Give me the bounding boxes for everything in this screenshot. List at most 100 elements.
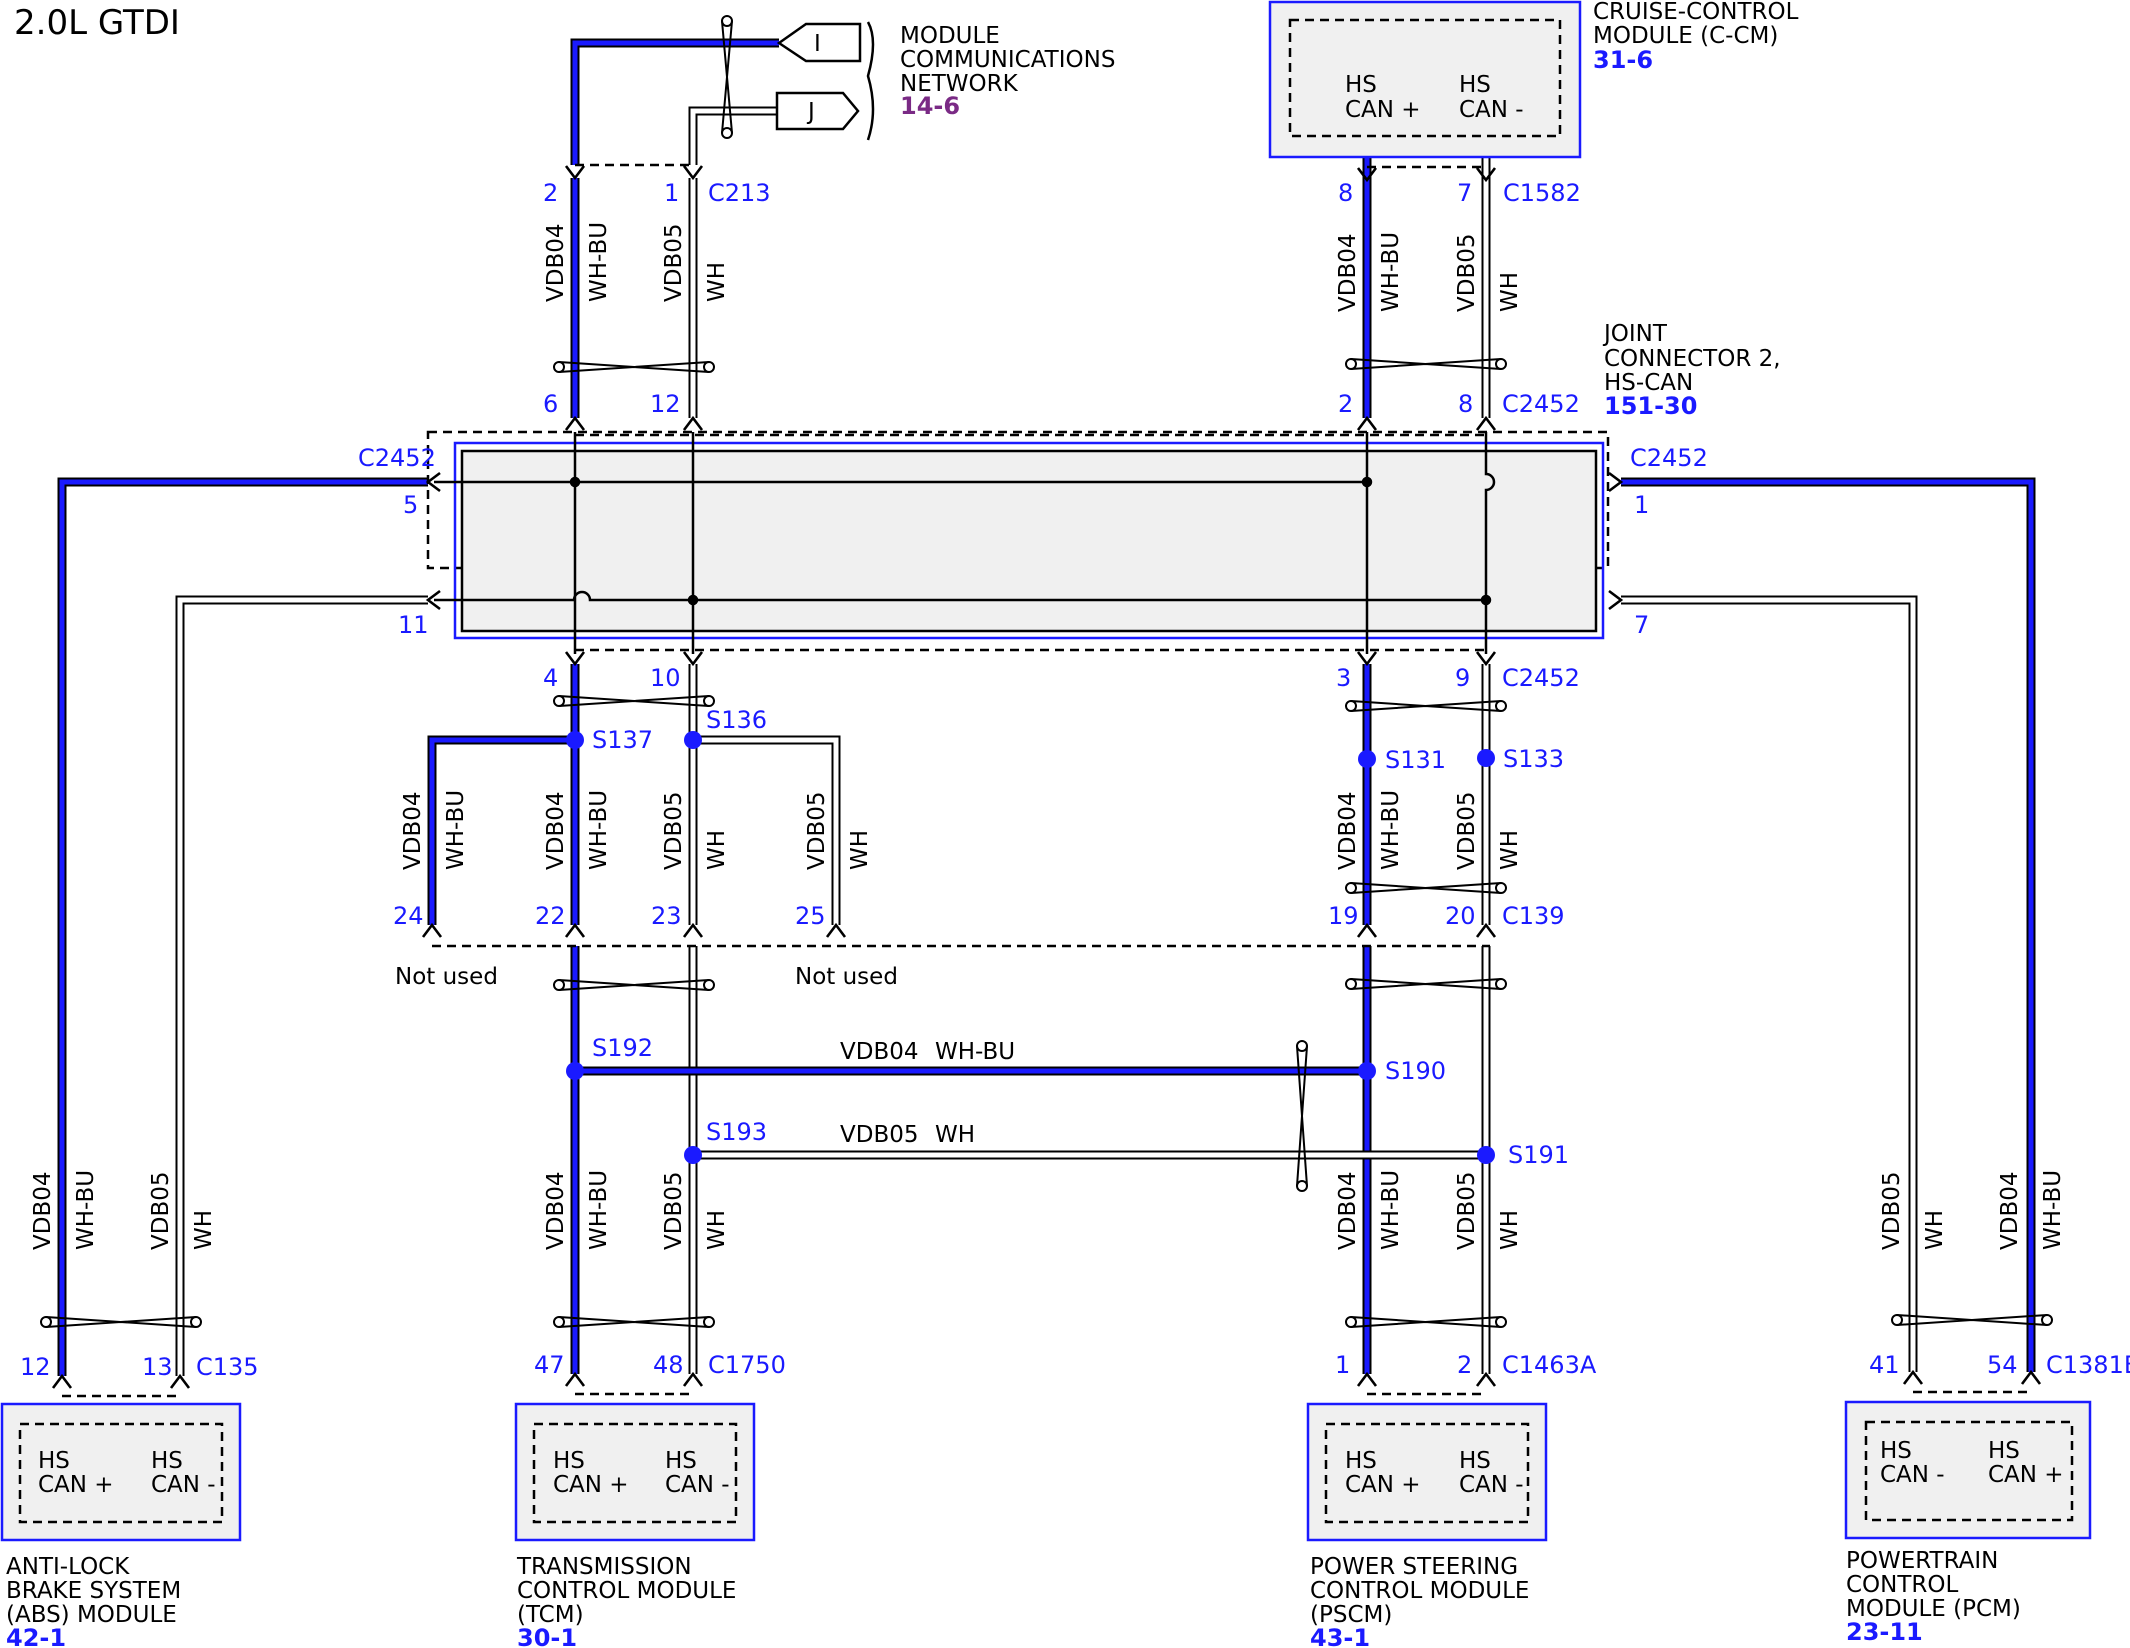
pin-label: 3 <box>1336 664 1351 692</box>
wire-label: WH <box>847 830 873 870</box>
splice-s190 <box>1358 1062 1376 1080</box>
can-low-wire <box>690 108 777 165</box>
wire-label: WH <box>704 262 730 302</box>
pin-label: 13 <box>142 1353 173 1381</box>
tcm-module: HS CAN + HS CAN - TRANSMISSION CONTROL M… <box>514 1402 756 1648</box>
pscm-pin-plus-1: HS <box>1345 1448 1377 1474</box>
joint-label-3: HS-CAN <box>1604 370 1693 396</box>
abs-pin-plus-2: CAN + <box>38 1472 114 1498</box>
network-ref-link[interactable]: 14-6 <box>900 92 960 120</box>
abs-ref-link[interactable]: 42-1 <box>6 1624 66 1648</box>
cruise-pin-minus-1: HS <box>1459 72 1491 98</box>
wire-label: VDB04 <box>1335 1172 1361 1251</box>
pscm-pin-minus-2: CAN - <box>1459 1472 1524 1498</box>
wire-label: WH-BU <box>935 1039 1015 1065</box>
pscm-pin-minus-1: HS <box>1459 1448 1491 1474</box>
pin-label: 5 <box>403 491 418 519</box>
diagram-title: 2.0L GTDI <box>14 3 180 43</box>
wire-label: VDB05 <box>661 1172 687 1251</box>
pin-label: 22 <box>535 902 566 930</box>
splice-s193 <box>684 1146 702 1164</box>
wire-label: WH <box>191 1210 217 1250</box>
wire-label: WH <box>704 830 730 870</box>
wire-label: WH-BU <box>1378 232 1404 312</box>
pscm-label-1: POWER STEERING <box>1310 1554 1518 1580</box>
tcm-label-1: TRANSMISSION <box>516 1554 692 1580</box>
cruise-pin-plus-1: HS <box>1345 72 1377 98</box>
pin-label: 20 <box>1445 902 1476 930</box>
pin-label: 8 <box>1458 390 1473 418</box>
tcm-pin-minus-1: HS <box>665 1448 697 1474</box>
tcm-ref-link[interactable]: 30-1 <box>517 1624 577 1648</box>
abs-pin-minus-1: HS <box>151 1448 183 1474</box>
cruise-pin-plus-2: CAN + <box>1345 97 1421 123</box>
wire-label: VDB05 <box>840 1122 919 1148</box>
wire-label: WH-BU <box>586 1170 612 1250</box>
connector-c1381b: C1381B <box>2046 1351 2130 1379</box>
joint-ref-link[interactable]: 151-30 <box>1604 392 1697 420</box>
horizontal-wire-labels: VDB04 WH-BU VDB05 WH <box>840 1039 1015 1148</box>
pin-label: 48 <box>653 1351 684 1379</box>
wire-label: WH <box>935 1122 975 1148</box>
pin-label: 54 <box>1987 1351 2018 1379</box>
pcm-ref-link[interactable]: 23-11 <box>1846 1618 1923 1646</box>
abs-label-3: (ABS) MODULE <box>6 1602 177 1628</box>
splice-s133 <box>1477 749 1495 767</box>
abs-pin-plus-1: HS <box>38 1448 70 1474</box>
cruise-ref-link[interactable]: 31-6 <box>1593 46 1653 74</box>
pin-label: 12 <box>20 1353 51 1381</box>
wire-label: VDB04 <box>400 792 426 871</box>
pin-label: 1 <box>664 179 679 207</box>
splice-s192 <box>566 1062 584 1080</box>
network-reference-label: MODULE COMMUNICATIONS NETWORK 14-6 <box>900 23 1115 120</box>
connector-c139: C139 <box>1502 902 1565 930</box>
pin-label: 8 <box>1338 179 1353 207</box>
network-line-1: MODULE <box>900 23 1000 49</box>
not-used-label: Not used <box>795 964 898 990</box>
vertical-wire-labels: VDB04 WH-BU VDB05 WH VDB04 WH-BU VDB05 W… <box>30 222 2066 1250</box>
wire-label: VDB04 <box>1335 792 1361 871</box>
wire-label: VDB04 <box>543 1172 569 1251</box>
can-low-wire-outline <box>175 595 428 1376</box>
connector-c1582: C1582 <box>1503 179 1581 207</box>
tcm-label-3: (TCM) <box>517 1602 584 1628</box>
pin-label: 24 <box>393 902 424 930</box>
connector-c213: C213 <box>708 179 771 207</box>
pin-label: 2 <box>543 179 558 207</box>
wire-label: VDB05 <box>1879 1172 1905 1251</box>
splice-label: S193 <box>706 1118 767 1146</box>
cruise-control-module: HS CAN + HS CAN - CRUISE-CONTROL MODULE … <box>1268 0 1799 159</box>
pin-label: 2 <box>1338 390 1353 418</box>
wire-label: VDB05 <box>661 224 687 303</box>
wire-label: VDB04 <box>543 792 569 871</box>
cruise-pin-minus-2: CAN - <box>1459 97 1524 123</box>
pscm-label-2: CONTROL MODULE <box>1310 1578 1529 1604</box>
tag-j-label: J <box>806 99 815 125</box>
can-high-wire-outline <box>57 477 428 1376</box>
joint-connector-box <box>426 430 1610 640</box>
wire-label: WH <box>1497 830 1523 870</box>
splice-label: S133 <box>1503 745 1564 773</box>
connector-labels: 2 1 C213 8 7 C1582 6 12 2 8 C2452 C2452 … <box>20 179 2130 1381</box>
wire-label: VDB04 <box>30 1172 56 1251</box>
pcm-label-1: POWERTRAIN <box>1846 1548 1998 1574</box>
pin-label: 6 <box>543 390 558 418</box>
can-high-wire-outline <box>1621 477 2036 1372</box>
splice-label: S137 <box>592 726 653 754</box>
splice-label: S136 <box>706 706 767 734</box>
connector-c1463a: C1463A <box>1502 1351 1597 1379</box>
abs-pin-minus-2: CAN - <box>151 1472 216 1498</box>
can-high-wire <box>429 737 575 925</box>
splice-label: S131 <box>1385 746 1446 774</box>
wire-label: VDB05 <box>804 792 830 871</box>
wire-label: WH-BU <box>2040 1170 2066 1250</box>
pin-label: 1 <box>1335 1351 1350 1379</box>
wire-label: WH-BU <box>586 790 612 870</box>
can-low-wire <box>177 597 428 1376</box>
wire-label: WH <box>1497 1210 1523 1250</box>
pcm-pin-minus-2: CAN - <box>1880 1462 1945 1488</box>
abs-module: HS CAN + HS CAN - ANTI-LOCK BRAKE SYSTEM… <box>0 1402 242 1648</box>
pscm-module: HS CAN + HS CAN - POWER STEERING CONTROL… <box>1306 1402 1548 1648</box>
pscm-ref-link[interactable]: 43-1 <box>1310 1624 1370 1648</box>
